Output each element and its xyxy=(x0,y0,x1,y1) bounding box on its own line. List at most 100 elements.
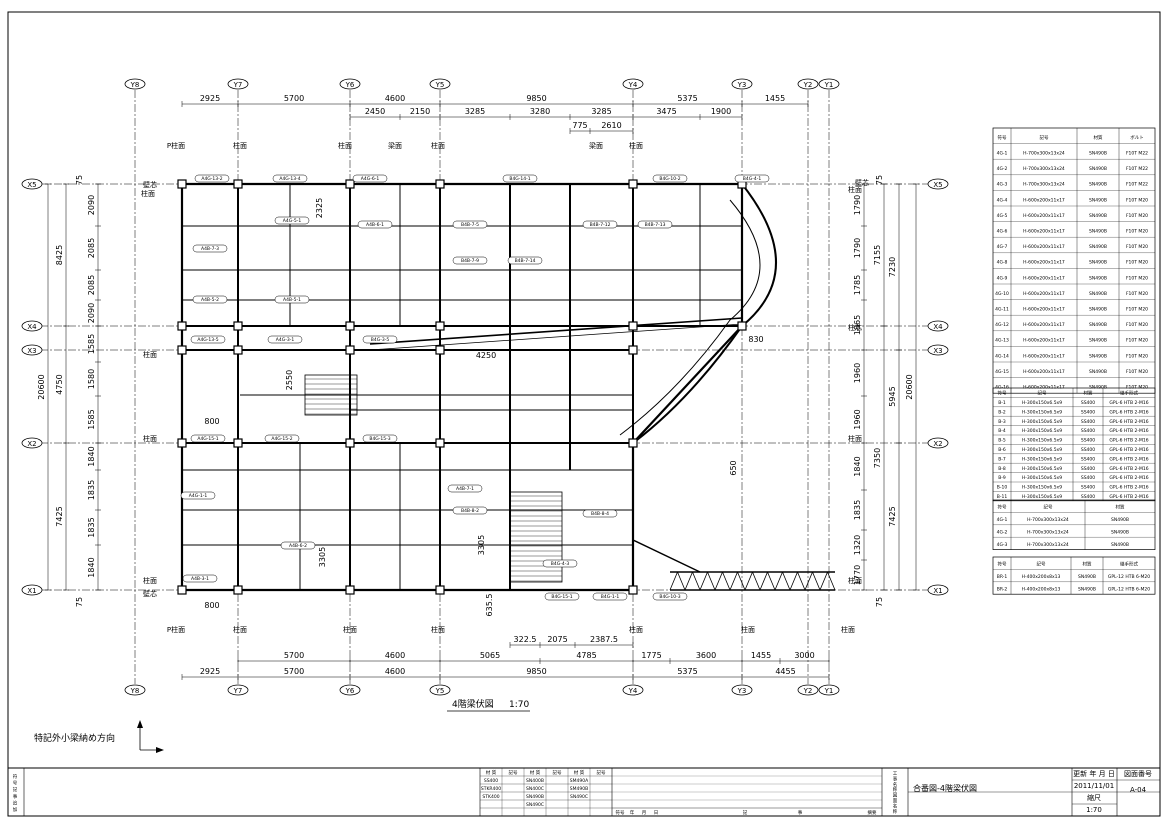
beam-schedule-cell: H-300x150x6.5x9 xyxy=(1022,485,1062,491)
member-schedule-cell: F10T M20 xyxy=(1126,229,1148,235)
truss-web xyxy=(729,571,738,591)
member-schedule-cell: H-600x200x11x17 xyxy=(1023,338,1065,344)
member-schedule-cell: F10T M20 xyxy=(1126,322,1148,328)
column xyxy=(435,345,445,355)
beam-tag xyxy=(362,335,398,344)
grid-bubble-y1 xyxy=(818,78,840,90)
face-annotation: 柱面 xyxy=(848,576,862,585)
face-annotation: 柱面 xyxy=(233,141,247,150)
dim-left-inner-value: 2090 xyxy=(87,195,96,215)
dim-bottom-1-value: 4600 xyxy=(385,651,405,660)
grid-bubble-x5 xyxy=(21,178,43,190)
beam-tag xyxy=(352,174,388,183)
dim-75: 75 xyxy=(75,597,84,607)
dim-top-sub-value: 2150 xyxy=(410,107,430,116)
beam-schedule-cell: 符号 xyxy=(998,390,1007,397)
material-header: 材 質 xyxy=(530,769,541,776)
beam-schedule-cell: H-300x150x6.5x9 xyxy=(1022,428,1062,434)
member-schedule-cell: H-600x200x11x17 xyxy=(1023,322,1065,328)
beam-label: A4B-7-1 xyxy=(456,486,474,492)
title-right-label: 名 xyxy=(893,802,898,809)
member-schedule-cell: SN490B xyxy=(1089,151,1107,157)
face-annotation: 柱面 xyxy=(848,185,862,194)
truss-web xyxy=(707,571,716,591)
grid-label-y1: Y1 xyxy=(824,81,834,89)
title-left-label: 記 xyxy=(13,786,18,793)
material-name: STK400 xyxy=(482,794,499,800)
bracket-schedule-cell: SN490B xyxy=(1078,586,1096,592)
bracket-schedule-cell: H-400x200x8x13 xyxy=(1022,586,1061,592)
bracket-schedule-cell: 符号 xyxy=(998,561,1007,568)
face-annotation: 柱面 xyxy=(629,141,643,150)
beam-schedule-cell: GPL-6 HTB 2-M16 xyxy=(1109,447,1148,453)
beam-label: B4G-10-3 xyxy=(659,594,680,600)
dim-bottom-1-value: 5700 xyxy=(284,651,304,660)
material-header: 材 質 xyxy=(486,769,497,776)
face-annotation: 梁面 xyxy=(589,141,603,150)
grid-bubble-y5 xyxy=(429,684,451,696)
girder-schedule-cell: H-700x300x13x24 xyxy=(1027,529,1069,535)
beam-label: A4B-6-2 xyxy=(289,543,307,549)
member-schedule-cell: SN490B xyxy=(1089,291,1107,297)
dim-right-inner-value: 1320 xyxy=(853,535,862,555)
beam-schedule-cell: B-8 xyxy=(998,466,1006,472)
dim-right-inner-value: 1865 xyxy=(853,315,862,335)
bracket-schedule xyxy=(992,556,1156,595)
beam-label: B4G-1-1 xyxy=(601,594,620,600)
grid-bubble-y6 xyxy=(339,684,361,696)
face-annotation: 梁面 xyxy=(388,141,402,150)
member-schedule-cell: F10T M22 xyxy=(1126,182,1148,188)
title-drawing-name: 合番図-4階梁伏図 xyxy=(913,783,977,793)
grid-bubble-y3 xyxy=(731,684,753,696)
member-schedule-cell: H-700x300x13x24 xyxy=(1023,182,1065,188)
beam-tag xyxy=(452,220,488,229)
dim-right-mid-value: 7230 xyxy=(888,257,897,277)
title-scale: 1:70 xyxy=(1086,806,1102,814)
beam-tag xyxy=(192,295,228,304)
column xyxy=(345,438,355,448)
dim-75: 75 xyxy=(875,175,884,185)
face-annotation: 壁芯 xyxy=(855,178,869,187)
grid-bubble-x4 xyxy=(21,320,43,332)
grid-bubble-x1 xyxy=(927,584,949,596)
column xyxy=(628,585,638,595)
member-schedule-cell: H-600x200x11x17 xyxy=(1023,369,1065,375)
column xyxy=(345,179,355,189)
face-annotation: 柱面 xyxy=(233,625,247,634)
title-right-label: 名 xyxy=(893,781,898,788)
column xyxy=(435,585,445,595)
member-schedule-cell: SN490B xyxy=(1089,166,1107,172)
bracket-schedule-cell: SN490B xyxy=(1078,574,1096,580)
grid-bubble-y4 xyxy=(622,684,644,696)
dim-right-mid-value: 7425 xyxy=(888,506,897,526)
title-block: 符号記事追加材 質記号材 質記号材 質記号SS400STKR400STK400S… xyxy=(8,767,1160,816)
beam-schedule-cell: B-4 xyxy=(998,428,1006,434)
grid-label-y4: Y4 xyxy=(628,81,638,89)
column xyxy=(345,585,355,595)
member-schedule-cell: SN490B xyxy=(1089,260,1107,266)
member-schedule-cell: SN490B xyxy=(1089,385,1107,391)
dim-left-inner-value: 2090 xyxy=(87,303,96,323)
column xyxy=(177,179,187,189)
girder-schedule-cell: 符号 xyxy=(998,504,1007,511)
member-schedule-cell: 4G-3 xyxy=(997,182,1008,188)
beam-label: A4B-5-1 xyxy=(283,297,301,303)
dim-top-sub2-value: 775 xyxy=(572,121,587,130)
member-schedule-cell: F10T M22 xyxy=(1126,166,1148,172)
dim-misc: 3305 xyxy=(318,547,327,567)
truss-web xyxy=(797,571,806,591)
member-schedule-cell: H-600x200x11x17 xyxy=(1023,307,1065,313)
beam-label: B4G-4-3 xyxy=(551,561,570,567)
stair-block xyxy=(304,374,358,416)
dim-left-inner-value: 2085 xyxy=(87,275,96,295)
beam-schedule-cell: SS400 xyxy=(1081,456,1095,462)
member-schedule-cell: SN490B xyxy=(1089,353,1107,359)
dim-top-sub-value: 1900 xyxy=(711,107,731,116)
member-schedule-cell: 4G-5 xyxy=(997,213,1008,219)
grid-bubble-y2 xyxy=(797,78,819,90)
sheet-border xyxy=(7,11,1161,817)
girder-schedule-cell: SN490B xyxy=(1111,542,1129,548)
